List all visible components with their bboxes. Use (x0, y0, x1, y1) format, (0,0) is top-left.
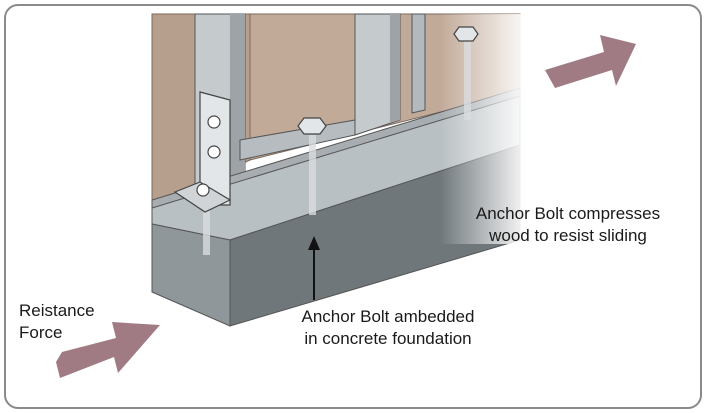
compress-label: Anchor Bolt compresses wood to resist sl… (475, 204, 661, 245)
resistance-force-label: Reistance Force (19, 301, 95, 342)
embedded-label: Anchor Bolt ambedded in concrete foundat… (301, 307, 475, 348)
pointer-arrow (308, 236, 320, 300)
concrete-foundation (151, 14, 530, 327)
bolt-head-icon (297, 26, 479, 135)
embedded-bolt-shafts (203, 40, 471, 255)
angle-bracket-icon (173, 91, 232, 213)
steel-studs (194, 13, 426, 206)
force-arrow-icon (56, 35, 636, 378)
